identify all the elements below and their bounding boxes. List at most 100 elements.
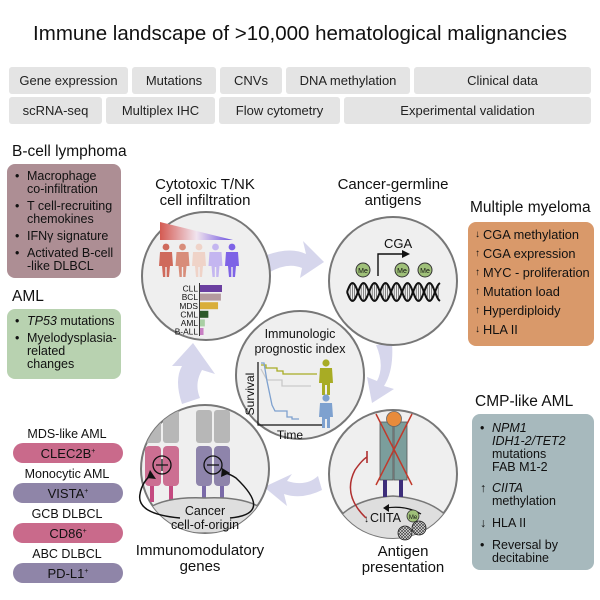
marker-pill: PD-L1+	[13, 563, 123, 583]
receptor-stalk	[169, 486, 173, 502]
gene-name: TP53	[27, 314, 57, 328]
down-arrow-icon: ↓	[475, 229, 480, 240]
bullet-icon: •	[15, 314, 20, 328]
list-item: ↓HLA II	[479, 517, 590, 530]
marker-sup: +	[84, 567, 89, 575]
cytotoxic-circle	[141, 211, 271, 341]
item-text: MYC - proliferation	[483, 265, 590, 280]
person-low-risk-icon	[319, 394, 333, 428]
list-item: •TP53 mutations	[14, 315, 115, 328]
methylation-arrow	[385, 506, 422, 515]
nucleosome-icon	[397, 525, 413, 541]
chip-mutations: Mutations	[132, 67, 216, 94]
cga-circle	[328, 216, 458, 346]
receptor-grey	[214, 410, 230, 443]
km-curve-high	[261, 364, 317, 375]
plus-icon	[152, 455, 172, 475]
title-line: cell infiltration	[159, 192, 251, 209]
list-item: ↑MYC - proliferation	[474, 266, 590, 279]
up-arrow-icon: ↑	[475, 305, 480, 316]
cycle-arrow-bottom	[264, 474, 322, 506]
cmp-like-aml-title: CMP-like AML	[475, 393, 574, 410]
chip-label: Flow cytometry	[235, 103, 324, 118]
gradient-triangle	[160, 222, 233, 240]
item-text: Reversal by decitabine	[492, 538, 558, 565]
arrow-to-plus	[139, 473, 181, 519]
minus-icon	[203, 455, 223, 475]
list-item: ↑CIITA methylation	[479, 482, 590, 508]
km-xlabel: Time	[277, 428, 304, 442]
peptide-icon	[386, 411, 402, 427]
aml-box: •TP53 mutations •Myelodysplasia-related …	[7, 309, 121, 379]
km-curve-low	[261, 362, 299, 420]
person-icon	[225, 243, 239, 277]
chip-label: Multiplex IHC	[121, 103, 200, 118]
chip-cnvs: CNVs	[220, 67, 282, 94]
nucleosome-icon	[411, 520, 427, 536]
item-text: T cell-recruiting chemokines	[27, 199, 113, 226]
marker-name: CD86	[49, 525, 83, 541]
bar-label: CLL	[183, 284, 199, 294]
multiple-myeloma-box: ↓CGA methylation↑CGA expression↑MYC - pr…	[468, 222, 594, 346]
marker-pill: VISTA+	[13, 483, 123, 503]
dna-helix-icon	[346, 282, 441, 302]
list-item: ↓HLA II	[474, 323, 590, 336]
item-text: Hyperdiploidy	[483, 303, 561, 318]
list-item: ↓CGA methylation	[474, 228, 590, 241]
bar-label: CML	[180, 309, 198, 319]
list-item: • Myelodysplasia-related changes	[14, 331, 117, 371]
methyl-circle	[394, 262, 410, 278]
subtype-label: MDS-like AML	[27, 427, 107, 441]
list-item: ↑CGA expression	[474, 247, 590, 260]
cycle-arrow-left	[172, 343, 215, 404]
person-icon	[208, 243, 223, 277]
methyl-label: Me	[409, 515, 418, 521]
methyl-circle	[406, 509, 420, 523]
cross-out-icon	[375, 413, 413, 486]
chip-label: Experimental validation	[400, 103, 535, 118]
chip-label: CNVs	[234, 73, 268, 88]
subtype-label: Monocytic AML	[24, 467, 110, 481]
title-line: Immunomodulatory	[135, 542, 265, 559]
item-text: IFNγ signature	[27, 229, 109, 243]
receptor-grey	[163, 410, 179, 443]
item-text: CGA methylation	[483, 227, 580, 242]
receptor-grey	[196, 410, 212, 443]
ipi-title-line2: prognostic index	[254, 342, 346, 356]
chip-multiplex-ihc: Multiplex IHC	[106, 97, 215, 124]
bullet-icon: •	[15, 229, 20, 243]
arrow-head	[383, 504, 389, 512]
methyl-circle	[417, 262, 433, 278]
subtype-label: GCB DLBCL	[31, 507, 103, 521]
list-item: ↑Hyperdiploidy	[474, 304, 590, 317]
up-arrow-icon: ↑	[480, 481, 487, 495]
cycle-arrow-right	[367, 343, 394, 403]
item-text: Macrophage co-infiltration	[27, 169, 98, 196]
ciita-down-arrow-icon: ↓	[364, 514, 369, 525]
item-text: mutations	[492, 447, 547, 461]
item-text: methylation	[492, 494, 556, 508]
marker-sup: +	[91, 447, 96, 455]
marker-pill: CLEC2B+	[13, 443, 123, 463]
person-high-risk-icon	[319, 359, 333, 395]
chip-dna-methylation: DNA methylation	[286, 67, 410, 94]
bar-label: B-ALL	[175, 327, 199, 337]
title-line: Antigen	[377, 543, 429, 560]
km-curve-mid	[260, 368, 311, 387]
list-item: •T cell-recruiting chemokines	[14, 200, 115, 226]
item-text: HLA II	[492, 516, 527, 530]
chip-label: Clinical data	[467, 73, 538, 88]
person-icon	[159, 243, 173, 277]
bar-mds	[200, 302, 219, 310]
title-line: presentation	[361, 559, 445, 576]
receptor-grey	[145, 410, 161, 443]
person-icon	[192, 243, 206, 277]
title-line: antigens	[364, 192, 422, 209]
bullet-icon: •	[15, 169, 20, 183]
km-ylabel: Survival	[243, 373, 257, 416]
bullet-icon: •	[15, 331, 20, 345]
item-text: Myelodysplasia-related changes	[27, 331, 117, 371]
